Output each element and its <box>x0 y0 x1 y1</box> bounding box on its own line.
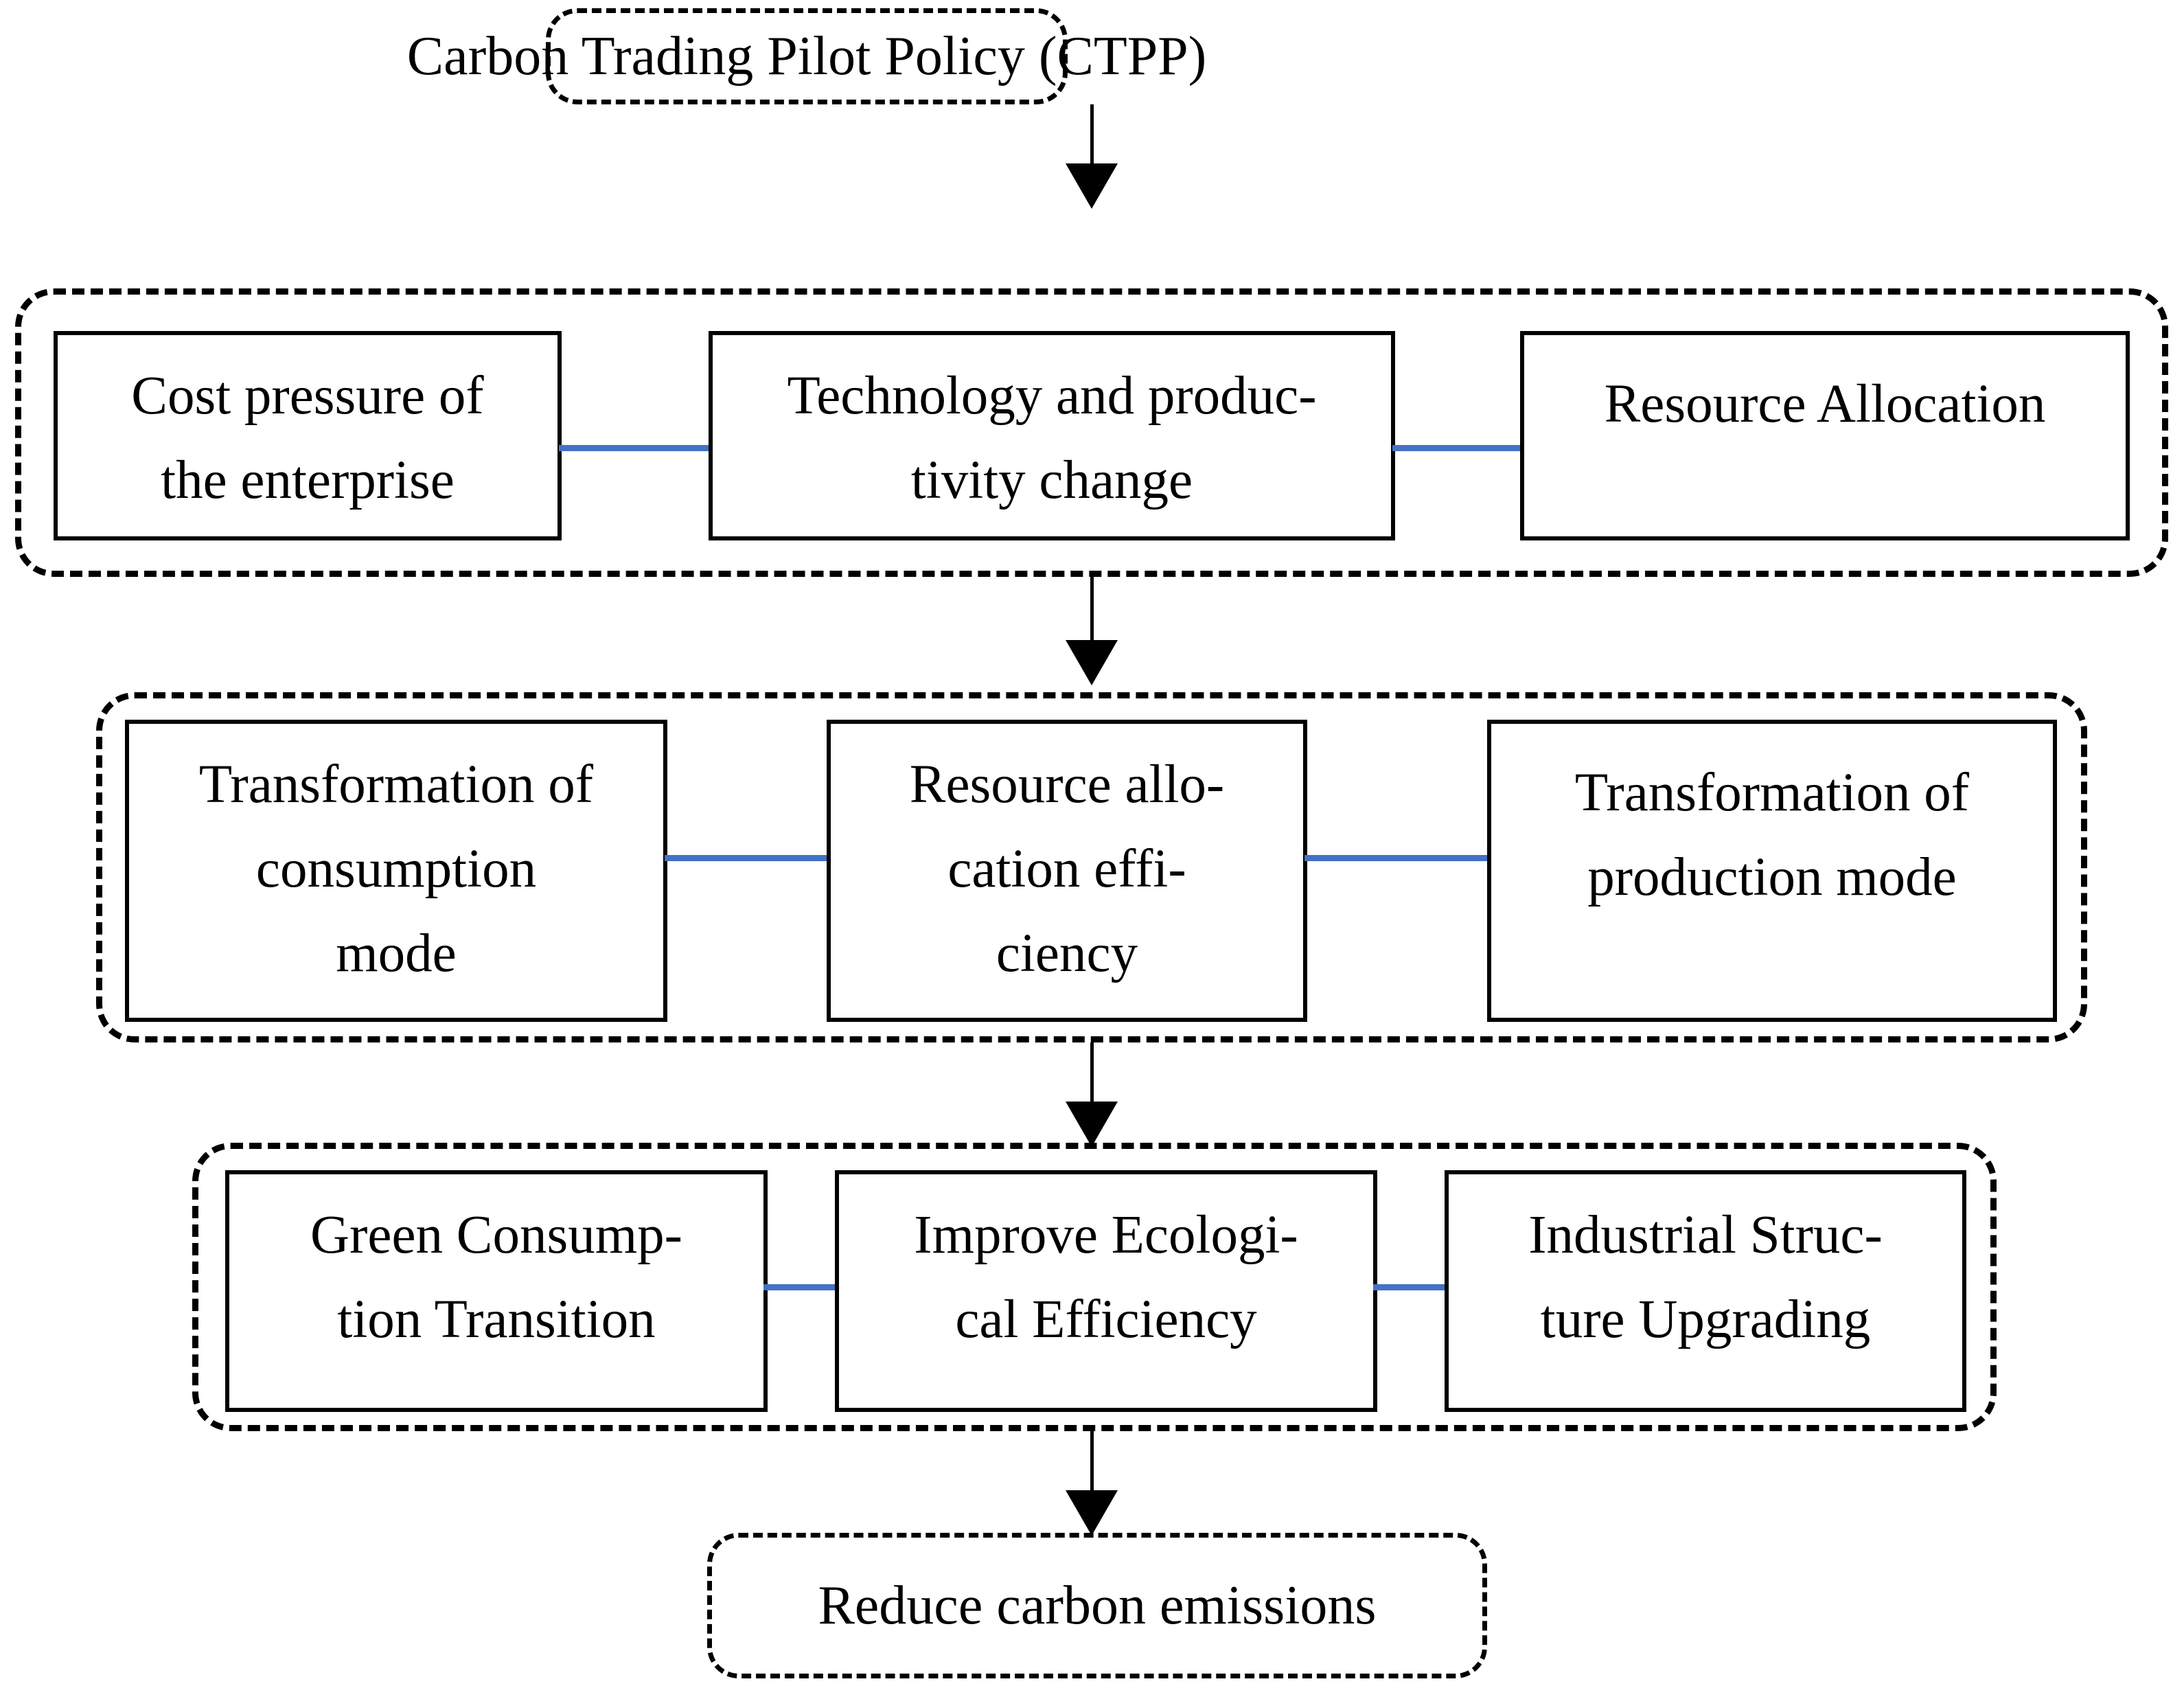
node-line-1: Transformation of <box>1574 763 1970 823</box>
node-production-mode: Transformation of production mode <box>1487 720 2057 1022</box>
policy-box-label: Carbon Trading Pilot Policy (CTPP) <box>406 26 1207 87</box>
outcome-box-label: Reduce carbon emissions <box>818 1575 1377 1636</box>
link-technology-to-resource <box>1392 445 1523 451</box>
outcome-box: Reduce carbon emissions <box>707 1533 1487 1678</box>
node-resource-allocation-efficiency: Resource allo- cation effi- ciency <box>827 720 1307 1022</box>
policy-box: Carbon Trading Pilot Policy (CTPP) <box>407 8 1206 104</box>
node-line-1: Green Consump- <box>310 1205 682 1265</box>
node-line-1: Industrial Struc- <box>1528 1205 1883 1265</box>
node-line-3: mode <box>336 924 457 984</box>
node-line-2: ture Upgrading <box>1540 1290 1871 1350</box>
node-line-1: Improve Ecologi- <box>914 1205 1298 1265</box>
node-resource-allocation: Resource Allocation <box>1520 331 2130 540</box>
node-line-2: cation effi- <box>947 839 1186 900</box>
node-consumption-mode: Transformation of consumption mode <box>125 720 667 1022</box>
node-line-1: Technology and produc- <box>787 366 1317 426</box>
node-cost-pressure: Cost pressure of the enterprise <box>54 331 562 540</box>
node-technology-productivity: Technology and produc- tivity change <box>709 331 1395 540</box>
node-line-2: the enterprise <box>161 451 455 511</box>
node-line-2: tivity change <box>910 451 1193 511</box>
node-line-2: consumption <box>255 839 537 900</box>
node-line-2: production mode <box>1587 847 1957 908</box>
node-line-1: Resource allo- <box>909 755 1225 814</box>
node-green-consumption-transition: Green Consump- tion Transition <box>225 1170 768 1412</box>
node-line-1: Cost pressure of <box>131 366 484 426</box>
node-line-3: ciency <box>996 924 1138 984</box>
node-line-2: cal Efficiency <box>955 1290 1257 1350</box>
link-efficiency-to-production <box>1304 855 1490 861</box>
link-ecological-to-industrial <box>1373 1284 1449 1290</box>
node-line-1: Transformation of <box>198 755 594 814</box>
node-improve-ecological-efficiency: Improve Ecologi- cal Efficiency <box>835 1170 1377 1412</box>
node-line-2: tion Transition <box>337 1290 656 1350</box>
node-industrial-structure-upgrading: Industrial Struc- ture Upgrading <box>1445 1170 1966 1412</box>
link-cost-to-technology <box>559 445 711 451</box>
link-consumption-to-efficiency <box>665 855 829 861</box>
node-line-1: Resource Allocation <box>1604 374 2046 434</box>
link-green-to-ecological <box>763 1284 839 1290</box>
